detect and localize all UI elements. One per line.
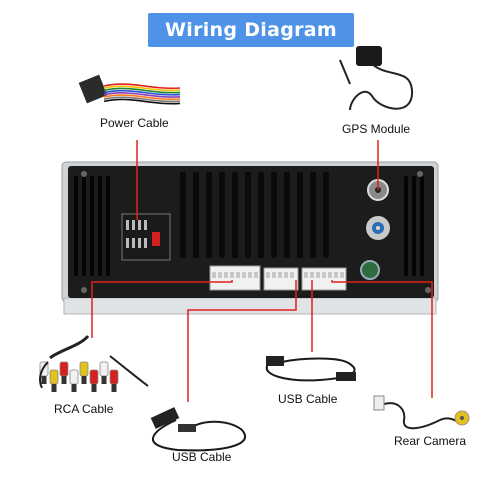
rca-cable-label: RCA Cable (54, 402, 114, 416)
power-socket (121, 213, 171, 261)
power-cable-label: Power Cable (100, 116, 169, 130)
rca-cable-illustration (39, 334, 149, 392)
power-cable-illustration (78, 74, 181, 105)
connector-lines (91, 140, 433, 402)
mic-jack (360, 260, 380, 280)
white-connectors (209, 265, 347, 291)
rear-camera-illustration (373, 395, 470, 430)
usb-cable-left-label: USB Cable (172, 450, 232, 464)
radio-antenna-jack (366, 216, 390, 240)
head-unit-rear-panel (61, 161, 439, 315)
diagram-title: Wiring Diagram (148, 13, 354, 47)
rear-camera-label: Rear Camera (394, 434, 467, 448)
usb-cable-left-illustration (150, 407, 246, 452)
usb-cable-right-label: USB Cable (278, 392, 338, 406)
gps-module-label: GPS Module (342, 122, 411, 136)
gps-module-illustration (339, 46, 414, 111)
usb-cable-right-illustration (265, 356, 356, 382)
